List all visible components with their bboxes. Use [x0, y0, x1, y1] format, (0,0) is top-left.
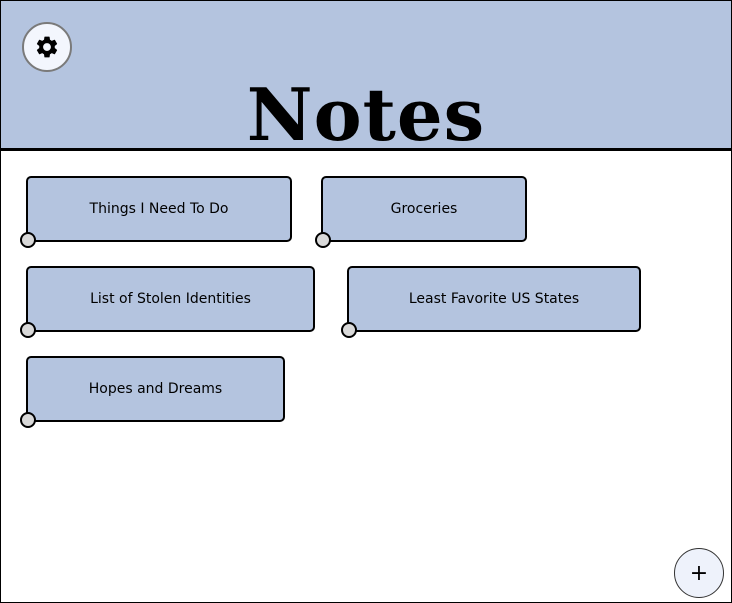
note-label: List of Stolen Identities [90, 291, 251, 307]
note-drag-handle[interactable] [20, 232, 36, 248]
header: Notes [1, 1, 731, 157]
gear-icon [36, 36, 58, 58]
note-card[interactable]: List of Stolen Identities [20, 266, 315, 338]
note-drag-handle[interactable] [315, 232, 331, 248]
note-label: Things I Need To Do [89, 201, 229, 217]
note-label: Least Favorite US States [408, 291, 580, 307]
add-note-button[interactable]: + [674, 548, 724, 598]
note-drag-handle[interactable] [341, 322, 357, 338]
settings-button[interactable] [22, 22, 72, 72]
plus-icon: + [689, 560, 709, 586]
note-card[interactable]: Groceries [315, 176, 527, 248]
note-drag-handle[interactable] [20, 412, 36, 428]
note-drag-handle[interactable] [20, 322, 36, 338]
note-card[interactable]: Things I Need To Do [20, 176, 292, 248]
note-label: Groceries [390, 201, 458, 217]
note-label: Hopes and Dreams [88, 381, 223, 397]
note-card[interactable]: Least Favorite US States [341, 266, 641, 338]
note-card[interactable]: Hopes and Dreams [20, 356, 285, 428]
page-title: Notes [246, 72, 486, 157]
